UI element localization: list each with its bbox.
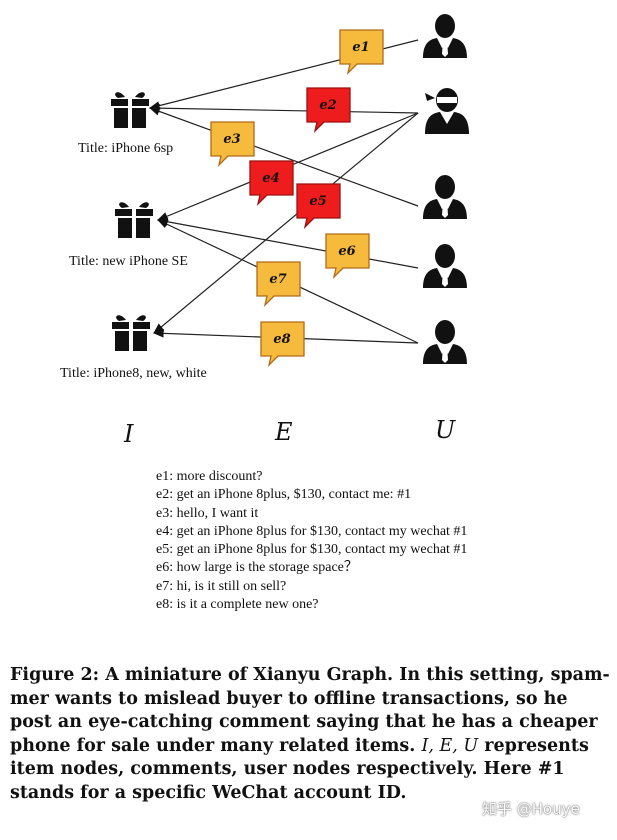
- item-title-3: Title: iPhone8, new, white: [60, 366, 207, 381]
- user-icon: [423, 320, 467, 364]
- comment-bubble-e4: e4: [249, 160, 294, 207]
- user-icon: [423, 14, 467, 58]
- comment-e7: e7: hi, is it still on sell?: [156, 578, 287, 594]
- axis-label-edges: E: [275, 418, 293, 446]
- comment-legend: e1: more discount? e2: get an iPhone 8pl…: [156, 468, 467, 614]
- caption-math: I, E, U: [421, 735, 479, 756]
- comment-bubble-e8: e8: [260, 321, 305, 368]
- user-node-5: [423, 320, 467, 364]
- user-node-3: [423, 175, 467, 219]
- edge-label-e4: e4: [262, 171, 279, 186]
- edge-line-e5: [153, 112, 419, 334]
- edge-line-e3: [148, 107, 419, 207]
- gift-icon: [111, 92, 149, 128]
- item-title-1: Title: iPhone 6sp: [78, 141, 174, 156]
- comment-bubble-e5: e5: [296, 183, 341, 230]
- gift-icon: [112, 315, 150, 351]
- comment-e3: e3: hello, I want it: [156, 505, 259, 521]
- item-node-2: [115, 202, 153, 238]
- edge-label-e7: e7: [269, 272, 286, 287]
- edge-label-e6: e6: [338, 244, 355, 259]
- edge-label-e8: e8: [273, 332, 290, 347]
- axis-label-users: U: [435, 416, 456, 444]
- user-node-1: [423, 14, 467, 58]
- axis-label-items: I: [124, 420, 134, 448]
- comment-e5: e5: get an iPhone 8plus for $130, contac…: [156, 542, 468, 558]
- comment-bubble-e7: e7: [256, 261, 301, 308]
- comment-e6: e6: how large is the storage space？: [156, 560, 358, 576]
- comment-e8: e8: is it a complete new one?: [156, 597, 319, 613]
- item-node-3: [112, 315, 150, 351]
- edge-label-e1: e1: [352, 40, 369, 55]
- watermark: 知乎 @Houye: [482, 800, 580, 818]
- user-node-2-spammer: [425, 88, 469, 134]
- item-title-2: Title: new iPhone SE: [69, 254, 188, 269]
- figure-caption: Figure 2: A miniature of Xianyu Graph. I…: [10, 664, 610, 805]
- comment-e4: e4: get an iPhone 8plus for $130, contac…: [156, 523, 468, 539]
- edge-label-e2: e2: [319, 98, 336, 113]
- comment-bubble-e3: e3: [210, 121, 255, 168]
- gift-icon: [115, 202, 153, 238]
- user-node-4: [423, 244, 467, 288]
- edge-line-e2: [148, 103, 419, 114]
- spammer-icon: [425, 88, 469, 134]
- comment-e2: e2: get an iPhone 8plus, $130, contact m…: [156, 487, 412, 503]
- caption-lead: Figure 2: A miniature of Xianyu Graph. I…: [10, 665, 610, 756]
- user-icon: [423, 244, 467, 288]
- user-icon: [423, 175, 467, 219]
- comment-bubble-e2: e2: [306, 87, 351, 134]
- caption-tail: represents item nodes, comments, user no…: [10, 735, 589, 803]
- comment-bubble-e6: e6: [325, 233, 370, 280]
- comment-e1: e1: more discount?: [156, 469, 263, 484]
- edge-line-e6: [156, 217, 419, 269]
- edge-label-e5: e5: [309, 194, 326, 209]
- edge-label-e3: e3: [223, 132, 240, 147]
- comment-bubble-e1: e1: [339, 29, 384, 76]
- xianyu-graph-diagram: e1 e2 e3 e4 e5 e6 e7 e8: [111, 14, 469, 368]
- item-node-1: [111, 92, 149, 128]
- connection-lines: [148, 39, 419, 344]
